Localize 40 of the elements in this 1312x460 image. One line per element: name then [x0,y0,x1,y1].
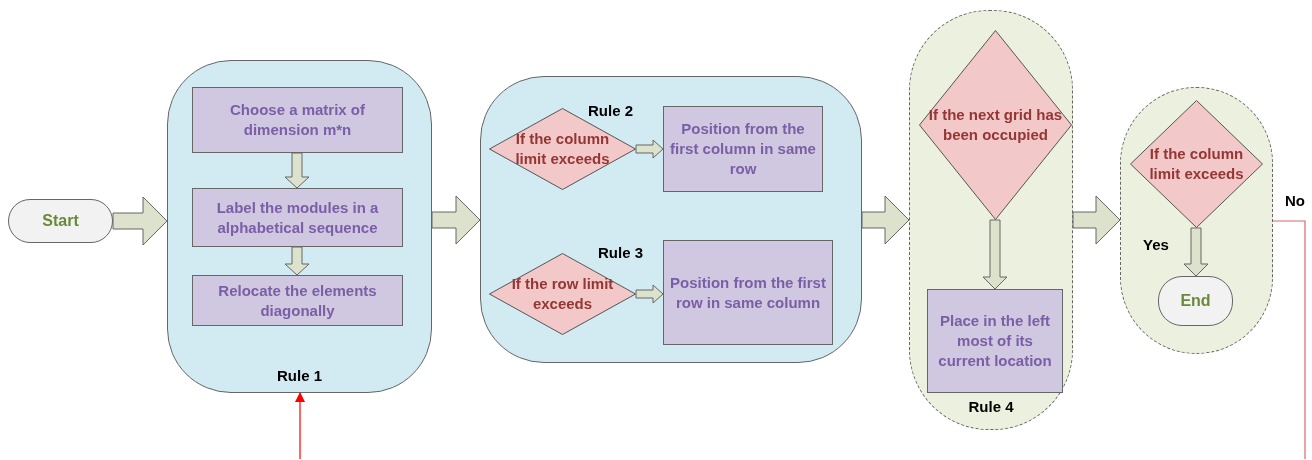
process-box [192,188,403,247]
edge-label: Yes [1143,236,1169,253]
rule-label: Rule 4 [967,398,1015,415]
process-text: Position from the first row in same column [670,272,826,313]
block-arrow [284,246,310,276]
decision-text: If the row limit exceeds [510,274,615,314]
process-box [927,289,1063,393]
process-box [663,106,823,192]
process-text: Position from the first column in same row [670,119,816,179]
decision-text: If the column limit exceeds [1148,144,1245,184]
rule-label: Rule 3 [598,244,643,261]
block-arrow [1072,195,1121,245]
block-arrow [861,195,910,245]
arrow [295,392,305,460]
edge-label: No [1285,192,1305,209]
process-box [663,240,833,345]
rule-label: Rule 1 [276,367,323,384]
process-text: Choose a matrix of dimension m*n [229,100,366,140]
block-arrow [635,284,664,304]
rule-label: Rule 2 [588,102,633,119]
block-arrow [982,219,1008,290]
terminal-shape [8,199,113,243]
block-arrow [284,152,310,189]
connector-line [1272,220,1306,460]
decision-text: If the next grid has been occupied [927,105,1064,145]
rule-panel [167,60,432,393]
rule-panel [480,76,862,363]
process-box [192,275,403,326]
block-arrow [112,196,168,246]
process-text: Place in the left most of its current location [937,311,1053,371]
terminal-text: Start [42,212,79,230]
block-arrow [1183,227,1209,277]
process-text: Label the modules in a alphabetical sequence [215,197,380,238]
process-text: Relocate the elements diagonally [217,280,378,321]
decision-text: If the column limit exceeds [514,129,611,169]
process-box [192,87,403,153]
terminal-text: End [1180,292,1211,310]
terminal-shape [1158,276,1233,326]
block-arrow [635,139,664,159]
block-arrow [431,195,481,245]
